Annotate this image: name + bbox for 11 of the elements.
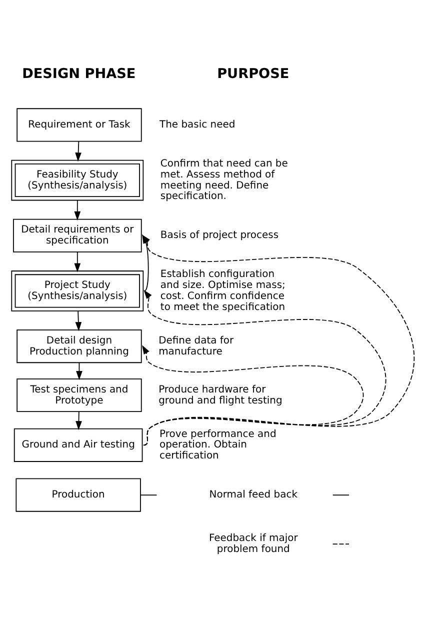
legend-label: Normal feed back <box>209 489 298 500</box>
node-label: Establish configuration and size. Optimise mass; cost. Confirm confidence to meet the specification <box>160 268 286 312</box>
node-label: The basic need <box>160 118 236 130</box>
legend-label: Feedback if major problem found <box>208 532 298 555</box>
node-label: Define data for manufacture <box>158 334 234 357</box>
node-label: Basis of project process <box>160 230 279 241</box>
label: DESIGN PHASE <box>22 66 136 82</box>
node-label: Produce hardware for ground and flight testing <box>158 384 282 406</box>
node-label: Prove performance and operation. Obtain certification <box>160 428 276 462</box>
node-label: Confirm that need can be met. Assess method of meeting need. Define specification. <box>160 158 288 202</box>
label: PURPOSE <box>217 66 290 82</box>
